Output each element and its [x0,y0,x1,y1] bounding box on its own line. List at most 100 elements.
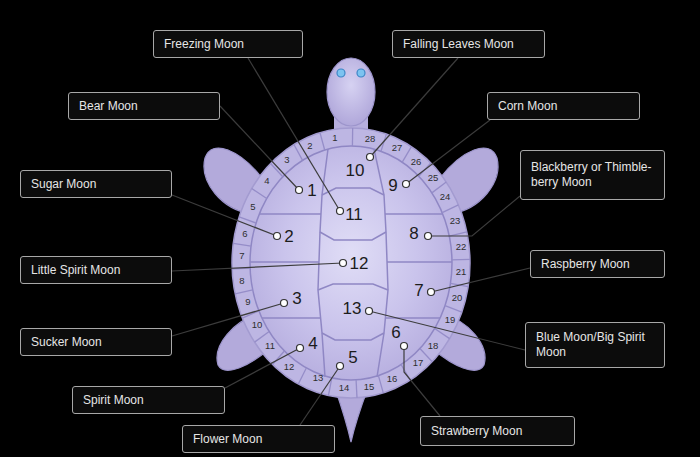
moon-label-box: Sugar Moon [20,170,172,198]
leader-dot [281,300,288,307]
moon-label-box: Falling Leaves Moon [392,30,545,58]
eye [337,69,345,77]
shell-rim-line [381,134,386,151]
marginal-number: 17 [413,358,424,368]
leader-line [406,120,490,184]
leader-line [225,348,300,388]
leader-dot [366,308,373,315]
shell-inner-outline [250,146,452,380]
moon-label-box: Sucker Moon [20,328,172,356]
marginal-number: 13 [313,373,324,383]
scute-number: 7 [414,282,423,299]
moon-name: Freezing Moon [164,37,292,52]
marginal-number: 10 [252,320,263,330]
front-left-flipper [204,148,262,214]
leader-line [431,268,530,292]
moon-label-box: Strawberry Moon [420,416,575,446]
leader-dot [297,345,304,352]
shell-rim-line [233,243,251,246]
scute-number: 8 [409,225,418,242]
marginal-number: 27 [392,143,403,153]
eye [357,69,365,77]
scute-number: 1 [307,182,316,199]
shell-outline [232,128,470,398]
moon-name: Raspberry Moon [541,257,654,272]
scute-line [262,317,320,319]
scute-number: 11 [345,206,363,223]
leader-line [172,303,284,336]
moon-name: Flower Moon [193,432,324,447]
shell-rim-line [352,128,354,146]
scute-line [322,333,384,340]
moon-name: Strawberry Moon [431,424,564,439]
marginal-number: 14 [339,383,350,393]
moon-name: Blackberry or Thimble- berry Moon [531,160,654,190]
marginal-number: 16 [387,374,398,384]
marginal-number: 24 [440,192,451,202]
shell-rim-line [445,306,462,313]
moon-name: Spirit Moon [83,393,214,408]
marginal-number: 8 [239,276,244,286]
shell-rim-line [235,290,253,294]
scute-number: 5 [348,349,357,366]
scute-line [320,232,386,240]
leader-dot [425,233,432,240]
scute-number: 2 [284,228,293,245]
moon-label-box: Little Spirit Moon [20,256,172,284]
leader-dot [403,181,410,188]
leader-dot [428,289,435,296]
marginal-number: 23 [450,216,461,226]
moon-label-box: Flower Moon [182,425,335,453]
shell-rim-line [432,182,446,193]
scute-number: 9 [388,177,397,194]
moon-name: Sucker Moon [31,335,161,350]
marginal-number: 1 [332,133,337,143]
shell-rim [232,128,470,398]
leader-dot [367,154,374,161]
scute-number: 3 [292,290,301,307]
leader-dot [401,343,408,350]
marginal-number: 22 [456,242,467,252]
leader-line [428,196,520,236]
leader-dot [296,187,303,194]
marginal-number: 4 [264,176,269,186]
moon-name: Blue Moon/Big Spirit Moon [536,330,654,360]
shell-rim-line [402,147,411,163]
scute-line [322,188,384,195]
marginal-number: 9 [245,297,250,307]
marginal-number: 25 [428,173,439,183]
scute-line [250,261,319,263]
leader-line [300,366,340,425]
marginal-number: 20 [452,293,463,303]
moon-label-box: Spirit Moon [72,386,225,414]
leader-line [370,58,458,157]
marginal-number: 12 [284,362,295,372]
shell-rim-line [320,133,325,150]
scute-line [318,284,388,290]
scute-line [374,149,388,377]
marginal-number: 2 [307,141,312,151]
scute-number: 10 [346,162,365,179]
marginal-number: 15 [364,382,375,392]
shell-rim-line [442,205,458,213]
marginal-number: 6 [242,229,247,239]
moon-name: Little Spirit Moon [31,263,161,278]
marginal-number: 19 [445,315,456,325]
marginal-number: 7 [239,251,244,261]
scute-number: 4 [308,335,317,352]
moon-name: Bear Moon [79,99,209,114]
scute-line [385,213,443,215]
marginal-number: 11 [265,341,275,351]
marginal-number: 21 [456,267,467,277]
moon-label-box: Blackberry or Thimble- berry Moon [520,150,665,200]
leader-line [172,195,277,236]
scute-number: 13 [343,300,362,317]
marginal-number: 28 [365,134,376,144]
leader-line [172,263,343,271]
moon-label-box: Blue Moon/Big Spirit Moon [525,322,665,368]
marginal-number: 3 [284,155,289,165]
head [327,58,375,126]
marginal-number: 18 [428,341,439,351]
moon-label-box: Freezing Moon [153,30,303,58]
marginal-number: 5 [250,202,255,212]
